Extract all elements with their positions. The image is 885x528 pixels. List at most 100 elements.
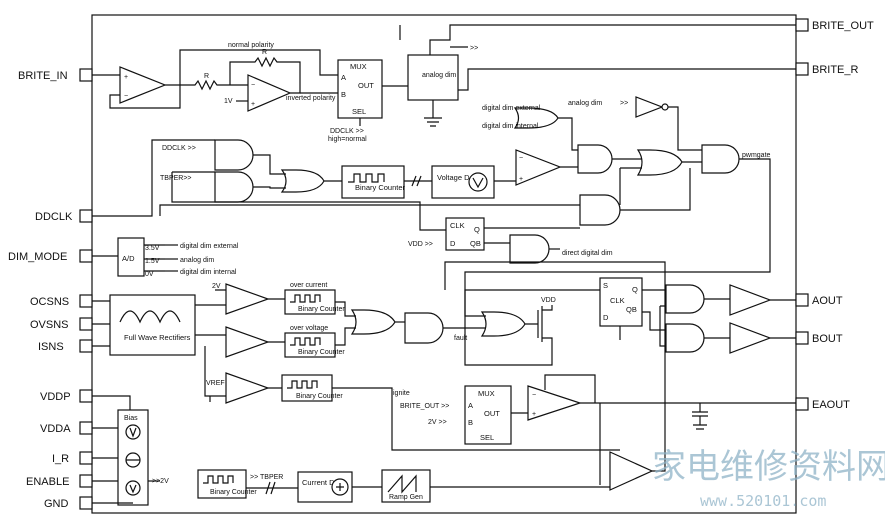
comparator-dac (515, 149, 562, 186)
analog-dim-switch (407, 54, 459, 101)
dim-mode-section: A/D 3.5V 1.5V 0V digital dim external an… (92, 217, 613, 278)
svg-text:DDCLK >>: DDCLK >> (162, 145, 196, 152)
pin-label-i-r: I_R (52, 453, 69, 465)
and-gate-ddclk-2 (579, 194, 621, 226)
svg-text:B: B (341, 90, 346, 99)
dim-logic-section: digital dim external digital dim interna… (464, 96, 771, 290)
svg-text:A/D: A/D (122, 254, 135, 263)
pin-bout (795, 331, 809, 345)
svg-text:direct digital dim: direct digital dim (562, 250, 613, 257)
inverting-opamp (247, 74, 292, 112)
driver-bout (729, 322, 772, 354)
brite-input-section: +− R −+ R 1V normal polarity inverted po… (92, 24, 796, 143)
svg-text:CLK: CLK (610, 296, 625, 305)
svg-text:−: − (251, 82, 255, 89)
brite-buffer-opamp (119, 66, 167, 104)
svg-text:Voltage DAC: Voltage DAC (437, 173, 481, 182)
svg-text:Current DAC: Current DAC (302, 478, 346, 487)
svg-text:R: R (262, 49, 267, 56)
pin-label-enable: ENABLE (26, 476, 69, 488)
watermark-chinese: 家电维修资料网 (652, 447, 885, 487)
svg-text:−: − (124, 93, 128, 100)
pin-ocsns (79, 294, 93, 308)
svg-text:>>: >> (620, 100, 628, 107)
svg-text:Ramp Gen: Ramp Gen (389, 494, 423, 501)
svg-text:+: + (251, 101, 255, 108)
feedback-resistor (229, 56, 301, 94)
svg-text:digital dim external: digital dim external (482, 105, 541, 112)
and-gate-aout (665, 284, 705, 314)
comparator-ignite (225, 372, 270, 404)
pin-label-isns: ISNS (38, 341, 64, 353)
chip-outline (91, 14, 797, 514)
svg-text:Binary Counter: Binary Counter (298, 349, 345, 356)
pin-dim-mode (79, 249, 93, 263)
svg-text:inverted polarity: inverted polarity (286, 95, 336, 102)
svg-text:S: S (603, 281, 608, 290)
latch-switch (525, 306, 543, 342)
svg-text:D: D (450, 239, 456, 248)
and-gate-ddclk (214, 139, 254, 171)
svg-text:SEL: SEL (480, 433, 494, 442)
svg-text:VDD >>: VDD >> (408, 241, 433, 248)
ramp-generator (381, 469, 431, 503)
and-gate-pwm (701, 144, 740, 174)
svg-text:QB: QB (470, 239, 481, 248)
svg-text:Binary Counter: Binary Counter (298, 306, 345, 313)
pulse-icon (348, 173, 385, 183)
svg-text:pwmgate: pwmgate (742, 152, 771, 159)
pin-label-bout: BOUT (812, 333, 843, 345)
sawtooth-icon (387, 474, 417, 494)
svg-text:digital dim internal: digital dim internal (180, 269, 237, 276)
bias-section: Bias >>2V Binary Counter >> TBPER Curren… (92, 261, 666, 506)
counter-dac-section: DDCLK >> TBPER>> Binary Counter Voltage … (92, 25, 691, 231)
left-pins: BRITE_IN DDCLK DIM_MODE OCSNS OVSNS ISNS… (8, 68, 93, 510)
pin-vdda (79, 421, 93, 435)
svg-text:+: + (124, 74, 128, 81)
pin-eaout (795, 397, 809, 411)
svg-text:digital dim external: digital dim external (180, 243, 239, 250)
capacitor-eaout (692, 403, 708, 430)
pin-brite-in (79, 68, 93, 82)
svg-text:1.5V: 1.5V (145, 258, 160, 265)
pin-label-ovsns: OVSNS (30, 319, 69, 331)
right-pins: BRITE_OUT BRITE_R AOUT BOUT EAOUT (795, 18, 874, 411)
svg-text:OUT: OUT (358, 81, 374, 90)
pwm-comparator (609, 451, 654, 491)
svg-text:Q: Q (632, 285, 638, 294)
pin-label-eaout: EAOUT (812, 399, 850, 411)
pin-label-vddp: VDDP (40, 391, 71, 403)
svg-text:Q: Q (474, 225, 480, 234)
svg-text:SEL: SEL (352, 107, 366, 116)
pin-i-r (79, 451, 93, 465)
pin-label-ddclk: DDCLK (35, 211, 73, 223)
svg-text:0V: 0V (145, 271, 154, 278)
inverter-analog-dim (635, 96, 664, 118)
ground-symbol-top (424, 117, 442, 127)
error-amp-section: MUX A B OUT SEL BRITE_OUT >> 2V >> −+ (400, 374, 796, 485)
svg-text:TBPER>>: TBPER>> (160, 175, 192, 182)
svg-text:QB: QB (626, 305, 637, 314)
error-amplifier (527, 385, 582, 421)
svg-text:BRITE_OUT >>: BRITE_OUT >> (400, 403, 449, 410)
output-drivers: S CLK Q D QB (599, 277, 796, 354)
or-gate-clock (280, 169, 325, 193)
or-gate-latch (480, 311, 526, 337)
svg-text:>> TBPER: >> TBPER (250, 474, 283, 481)
svg-text:+: + (532, 411, 536, 418)
svg-text:2V >>: 2V >> (428, 419, 447, 426)
svg-text:2V: 2V (212, 283, 221, 290)
pin-vddp (79, 389, 93, 403)
svg-text:over current: over current (290, 282, 327, 289)
comparator-over-current (225, 283, 270, 315)
and-gate-direct-dim (509, 234, 550, 264)
resistor-r (180, 79, 230, 91)
svg-text:high=normal: high=normal (328, 136, 367, 143)
and-gate-tbper (214, 171, 254, 203)
svg-text:DDCLK >>: DDCLK >> (330, 128, 364, 135)
svg-text:Full Wave Rectifiers: Full Wave Rectifiers (124, 333, 191, 342)
svg-text:ignite: ignite (393, 390, 410, 397)
svg-text:over voltage: over voltage (290, 325, 328, 332)
pin-ddclk (79, 209, 93, 223)
